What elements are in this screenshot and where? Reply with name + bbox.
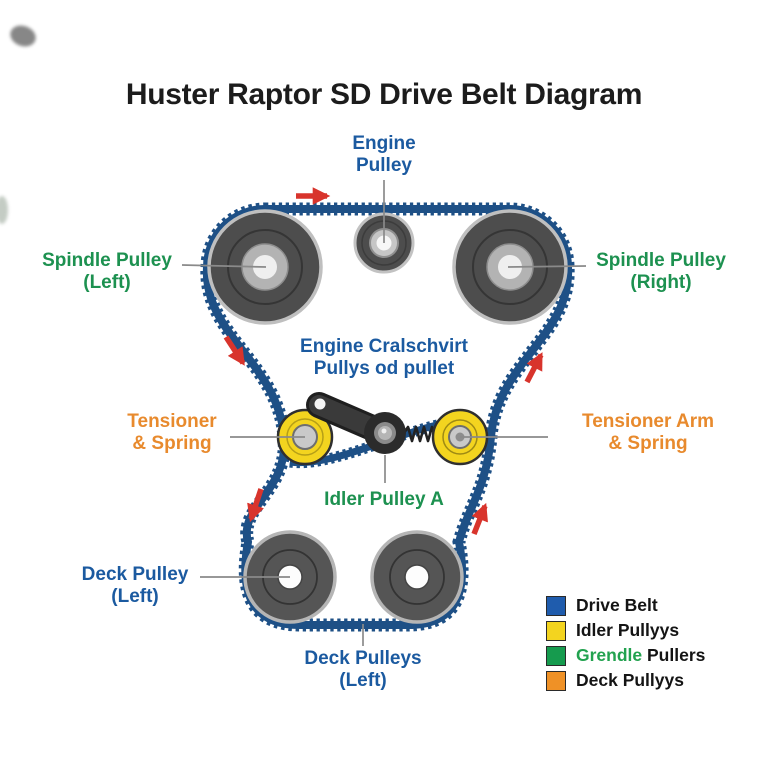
spindle-right-leader [507,265,587,268]
idler-pulley-a-label: Idler Pulley A [324,489,444,510]
tensioner-arm-spring-right-label: Tensioner Arm & Spring [582,411,714,454]
tensioner-spring-left-label: Tensioner & Spring [127,411,217,454]
legend-item: Drive Belt [546,595,705,616]
deck-pulleys-bottom-label: Deck Pulleys (Left) [304,648,422,691]
drive-belt-swatch [546,595,566,616]
arrow-left-upper [223,335,246,366]
arrow-left-lower [247,488,264,523]
leader-lines [181,180,587,646]
engine-pulley-label: Engine Pulley [352,133,416,176]
grendle-pullers-swatch [546,645,566,666]
deck-pulleys-swatch [546,670,566,691]
legend-label: Idler Pullyys [576,620,680,640]
legend-label: Drive Belt [576,595,658,615]
spindle-pulley-right-label: Spindle Pulley (Right) [596,250,726,293]
deck-pulley-left-label: Deck Pulley (Left) [81,564,189,607]
image-artifact [0,196,8,224]
page-title: Huster Raptor SD Drive Belt Diagram [125,78,643,111]
arrow-right-upper [524,352,544,384]
drive-belt-path [200,202,575,632]
legend-label: Grendle Pullers [576,645,706,665]
legend-label: Deck Pullyys [576,670,684,690]
spindle-left-leader [181,264,267,268]
idler-pulleys-swatch [546,620,566,641]
right-deck-pulley [370,530,464,624]
legend-item: Deck Pullyys [546,670,705,691]
legend-item: Grendle Pullers [546,645,705,666]
engine-cralschvirt-label: Engine Cralschvirt Pullys od pullet [300,336,468,379]
tensioner-arm [306,392,406,454]
arrow-right-lower [471,502,488,536]
spindle-pulley-left-label: Spindle Pulley (Left) [42,250,172,293]
belt-direction-arrows [223,187,544,536]
legend-item: Idler Pullyys [546,620,705,641]
